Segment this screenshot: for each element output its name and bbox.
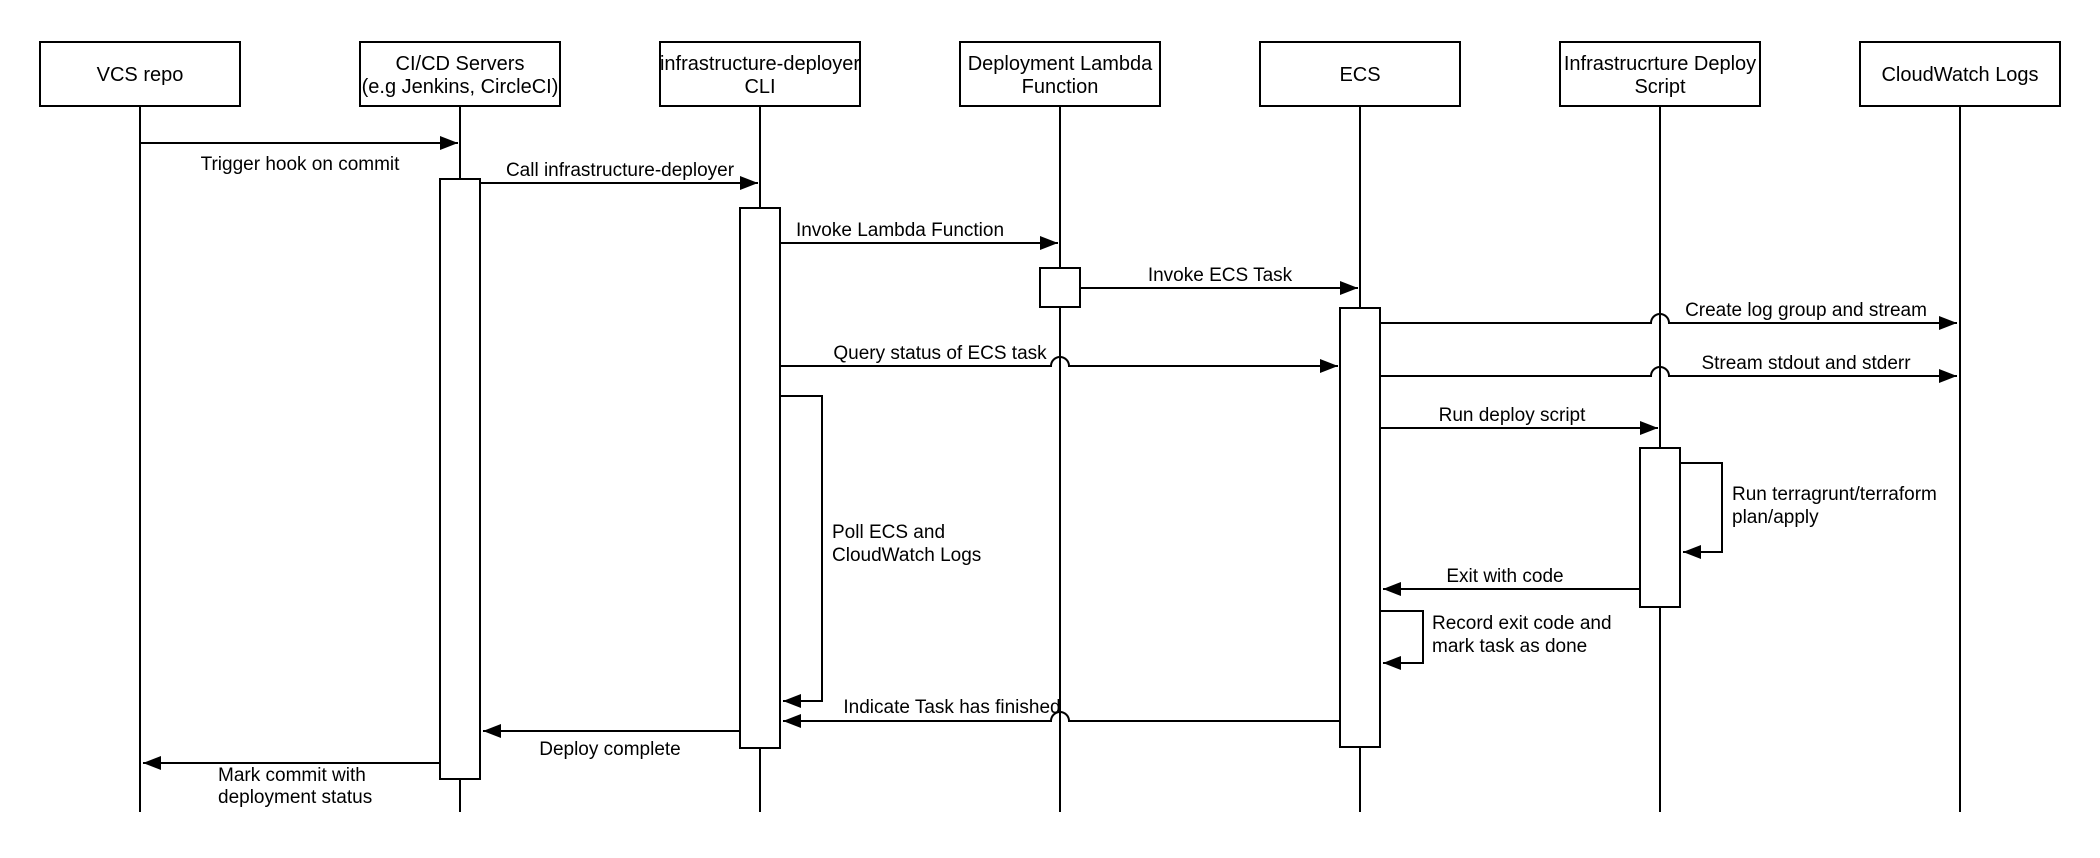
activation-infrastructure-deploy-script	[1639, 447, 1681, 608]
participant-name-ecs: ECS	[1339, 64, 1380, 86]
participant-name-cli-line2: CLI	[744, 76, 775, 98]
arrow-create-log-group-and-stream	[1380, 313, 1957, 330]
participant-name-deploy-line2: Script	[1634, 76, 1686, 98]
activation-cicd-servers	[439, 178, 481, 780]
participant-name-vcs-repo: VCS repo	[97, 64, 184, 86]
participant-name-lambda-line2: Function	[1022, 76, 1099, 98]
label-create-log-group-and-stream: Create log group and stream	[1685, 300, 1927, 321]
label-stream-stdout-and-stderr: Stream stdout and stderr	[1701, 353, 1911, 374]
arrow-record-exit-code-self	[1380, 610, 1424, 670]
participant-box-cicd-servers	[359, 41, 561, 107]
label-indicate-task-has-finished: Indicate Task has finished	[843, 697, 1060, 718]
label-invoke-ecs-task: Invoke ECS Task	[1148, 265, 1293, 286]
label-mark-commit-line2: deployment status	[218, 787, 372, 808]
activation-deployment-lambda-function	[1039, 267, 1081, 308]
label-record-exit-code-line2: mark task as done	[1432, 636, 1587, 657]
arrow-run-terragrunt-terraform-self	[1680, 462, 1723, 559]
participant-box-deployment-lambda-function	[959, 41, 1161, 107]
participant-box-infrastructure-deployer-cli	[659, 41, 861, 107]
participant-name-cloudwatch-logs: CloudWatch Logs	[1881, 64, 2038, 86]
label-run-terragrunt-line1: Run terragrunt/terraform	[1732, 484, 1937, 505]
label-trigger-hook-on-commit: Trigger hook on commit	[201, 154, 401, 175]
participant-box-infrastructure-deploy-script	[1559, 41, 1761, 107]
participant-name-lambda-line1: Deployment Lambda	[968, 53, 1153, 75]
arrow-stream-stdout-and-stderr	[1380, 366, 1957, 383]
participant-box-cloudwatch-logs	[1859, 41, 2061, 107]
participant-name-deploy-line1: Infrastrucrture Deploy	[1564, 53, 1756, 75]
arrow-query-status-of-ecs-task	[780, 356, 1338, 373]
label-query-status-of-ecs-task: Query status of ECS task	[833, 343, 1047, 364]
arrow-indicate-task-has-finished	[783, 711, 1340, 728]
label-run-terragrunt-line2: plan/apply	[1732, 507, 1819, 528]
label-call-infrastructure-deployer: Call infrastructure-deployer	[506, 160, 735, 181]
participant-name-cicd-line2: (e.g Jenkins, CircleCI)	[362, 76, 559, 98]
participant-name-cli-line1: infrastructure-deployer	[660, 53, 860, 75]
label-invoke-lambda-function: Invoke Lambda Function	[796, 220, 1004, 241]
label-mark-commit-line1: Mark commit with	[218, 765, 366, 786]
participant-box-vcs-repo	[39, 41, 241, 107]
participant-box-ecs	[1259, 41, 1461, 107]
arrow-poll-ecs-and-cloudwatch-logs-loop	[780, 395, 823, 708]
label-poll-ecs-line1: Poll ECS and	[832, 522, 945, 543]
label-exit-with-code: Exit with code	[1446, 566, 1563, 587]
activation-ecs	[1339, 307, 1381, 748]
label-record-exit-code-line1: Record exit code and	[1432, 613, 1612, 634]
activation-infrastructure-deployer-cli	[739, 207, 781, 749]
label-deploy-complete: Deploy complete	[539, 739, 681, 760]
participant-name-cicd-line1: CI/CD Servers	[396, 53, 525, 75]
label-poll-ecs-line2: CloudWatch Logs	[832, 545, 981, 566]
label-run-deploy-script: Run deploy script	[1439, 405, 1587, 426]
